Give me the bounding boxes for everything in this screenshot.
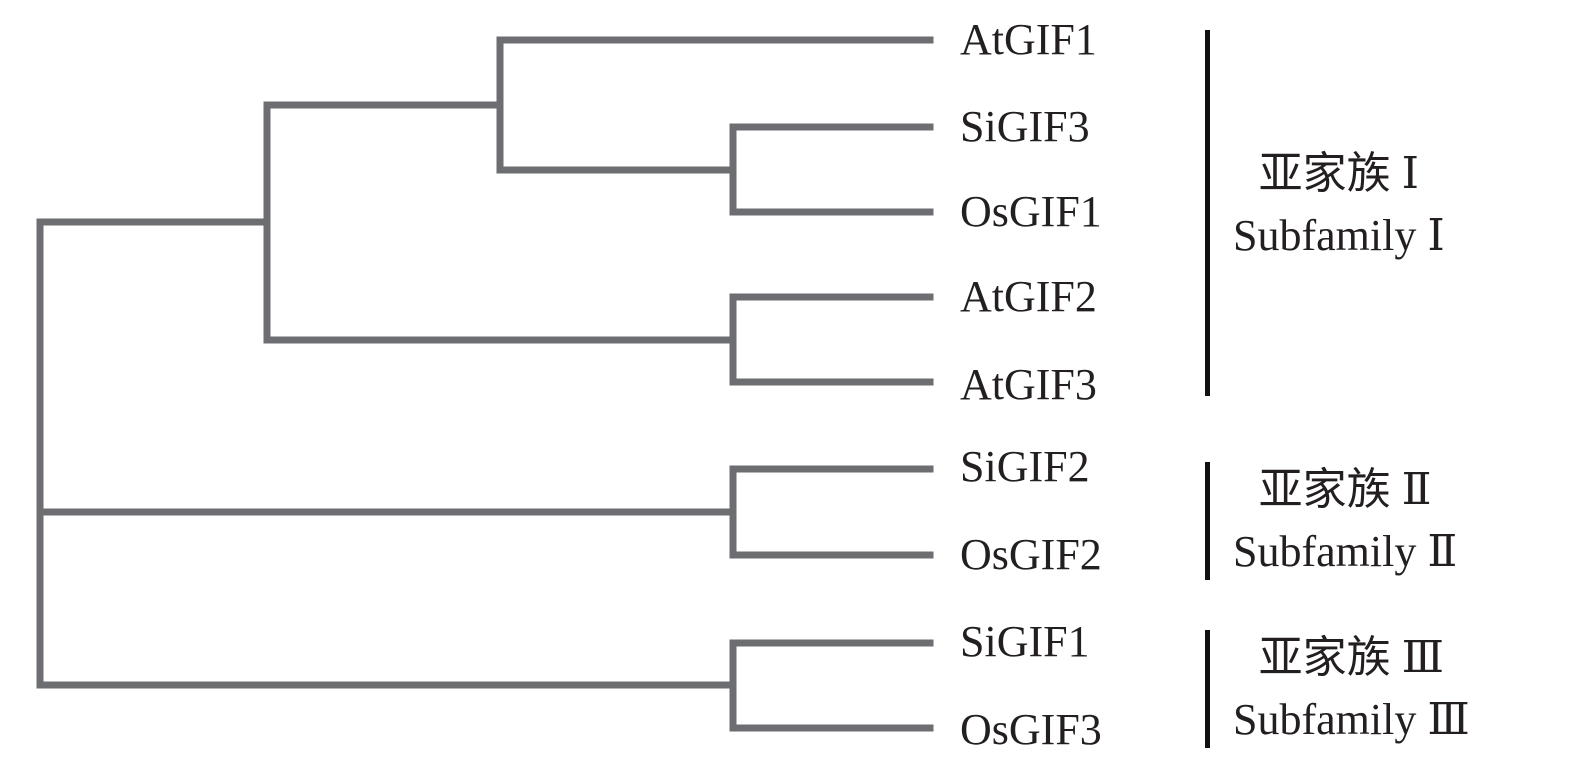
group-bar-1 — [1205, 30, 1210, 396]
leaf-label: SiGIF2 — [960, 442, 1090, 491]
group-label-2: 亚家族 Ⅱ Subfamily Ⅱ — [1233, 468, 1457, 592]
group-label-en: Subfamily Ⅲ — [1233, 695, 1470, 744]
leaf-label: OsGIF3 — [960, 705, 1102, 754]
group-bar-3 — [1205, 630, 1210, 748]
leaf-label: SiGIF3 — [960, 102, 1090, 151]
leaf-label: AtGIF1 — [960, 15, 1097, 64]
group-label-zh: 亚家族 Ⅰ — [1258, 149, 1420, 198]
leaf-label: AtGIF3 — [960, 360, 1097, 409]
leaf-label: SiGIF1 — [960, 617, 1090, 666]
leaf-label: OsGIF1 — [960, 187, 1102, 236]
leaf-label: OsGIF2 — [960, 530, 1102, 579]
group-label-3: 亚家族 Ⅲ Subfamily Ⅲ — [1233, 636, 1470, 760]
group-label-zh: 亚家族 Ⅲ — [1258, 633, 1445, 682]
group-bar-2 — [1205, 462, 1210, 580]
group-label-en: Subfamily Ⅱ — [1233, 527, 1458, 576]
group-label-en: Subfamily Ⅰ — [1233, 211, 1445, 260]
leaf-label: AtGIF2 — [960, 272, 1097, 321]
group-label-zh: 亚家族 Ⅱ — [1258, 465, 1432, 514]
group-label-1: 亚家族 Ⅰ Subfamily Ⅰ — [1233, 152, 1445, 276]
